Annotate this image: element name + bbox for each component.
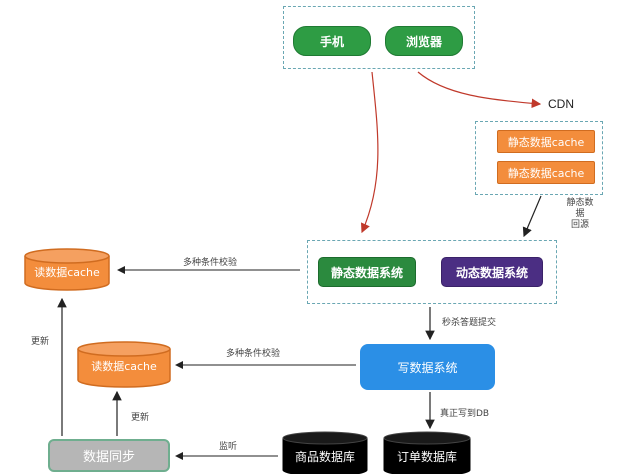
arrow-phone-to-static [361, 71, 379, 234]
product-db-label: 商品数据库 [294, 449, 355, 464]
data-sync: 数据同步 [48, 439, 170, 472]
client-group [283, 6, 475, 69]
arrow-cdn-to-dynamic [522, 195, 542, 238]
dynamic-data-system: 动态数据系统 [441, 257, 543, 287]
cdn-group [475, 121, 603, 195]
arrow-browser-to-cdn [417, 71, 542, 109]
edge-listen: 监听 [219, 442, 238, 452]
read-cache-mid-label: 读数据cache [91, 360, 157, 373]
order-db-label: 订单数据库 [396, 449, 457, 464]
phone-node: 手机 [293, 26, 371, 56]
edge-real-write-db: 真正写到DB [440, 409, 490, 419]
order-db-cylinder [383, 431, 471, 474]
read-cache-mid-cylinder [77, 341, 171, 388]
data-system-group [307, 240, 557, 304]
static-cache-1: 静态数据cache [497, 130, 595, 153]
read-cache-top-label: 读数据cache [34, 266, 100, 279]
product-db-cylinder [282, 431, 368, 474]
cdn-title: CDN [548, 97, 574, 111]
edge-cdn-origin: 静态数据 回源 [566, 198, 594, 230]
read-cache-top-cylinder [24, 248, 110, 291]
write-data-system: 写数据系统 [360, 344, 495, 390]
edge-verify-top: 多种条件校验 [183, 258, 238, 268]
static-data-system: 静态数据系统 [318, 257, 416, 287]
edge-seckill-submit: 秒杀答题提交 [442, 318, 497, 328]
edge-update-mid: 更新 [131, 413, 150, 423]
edge-verify-mid: 多种条件校验 [226, 349, 281, 359]
browser-node: 浏览器 [385, 26, 463, 56]
edge-update-left: 更新 [31, 337, 50, 347]
static-cache-2: 静态数据cache [497, 161, 595, 184]
